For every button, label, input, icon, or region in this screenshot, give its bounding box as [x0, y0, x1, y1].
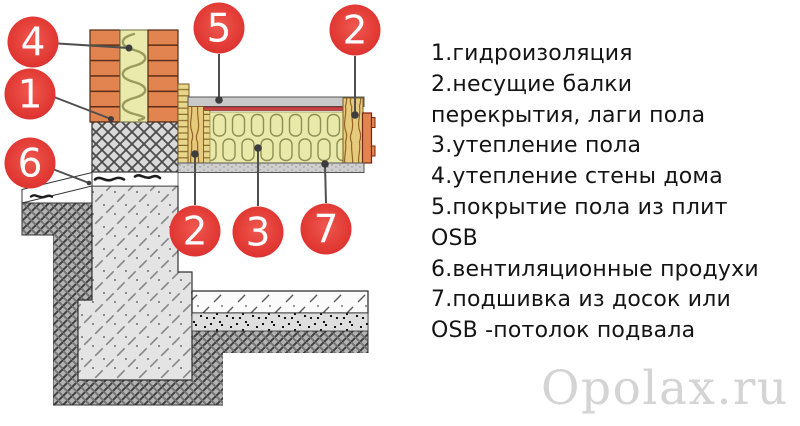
legend-line: 5.покрытие пола из плит — [431, 194, 728, 220]
edge-strip-thin — [203, 110, 211, 164]
leader-3-dot — [254, 144, 262, 152]
legend-line: 3.утепление пола — [431, 133, 642, 159]
legend-line: 2.несущие балки — [431, 71, 633, 97]
wall-insulation-squiggle — [121, 32, 147, 122]
leader-1 — [53, 96, 112, 120]
leader-lines — [49, 42, 359, 206]
callout-circle — [4, 68, 56, 120]
callout-2-top: 2 — [329, 4, 381, 56]
leader-6-dot — [86, 180, 92, 186]
callout-label: 3 — [246, 211, 271, 256]
callout-3: 3 — [232, 206, 284, 258]
edge-strip — [177, 83, 190, 164]
callout-circle — [4, 137, 56, 189]
legend-line: OSB -потолок подвала — [431, 318, 696, 344]
legend-line: перекрытия, лаги пола — [431, 102, 706, 128]
legend-line: OSB — [431, 225, 478, 251]
callout-label: 7 — [314, 208, 339, 253]
callout-label: 4 — [21, 21, 46, 66]
callout-circle — [300, 203, 352, 255]
callout-label: 6 — [18, 142, 43, 187]
basement-ceiling-strip — [177, 162, 365, 173]
break-mark — [93, 176, 126, 182]
callout-label: 2 — [343, 9, 368, 54]
callout-2-bottom: 2 — [169, 205, 221, 257]
foundation-masonry — [91, 120, 179, 173]
leader-4 — [57, 42, 130, 49]
break-mark — [133, 174, 162, 180]
soil-mask-left — [21, 235, 53, 409]
callout-label: 1 — [18, 73, 43, 118]
callout-1: 1 — [4, 68, 56, 120]
leader-7-dot — [321, 160, 329, 168]
hydro-membrane-line — [202, 106, 345, 111]
legend-line: 4.утепление стены дома — [431, 164, 723, 190]
watermark: Opolax.ru — [541, 361, 789, 416]
floor-osb-deck — [187, 96, 365, 107]
end-board — [361, 112, 373, 164]
leader-4-dot — [125, 44, 133, 52]
callout-circle — [193, 2, 245, 54]
end-board-tab — [371, 145, 376, 157]
leader-2-bottom-dot — [191, 150, 199, 158]
leader-2-top-dot — [351, 111, 359, 119]
floor-foundation-diagram: 4 1 6 5 2 2 3 7 — [4, 2, 381, 409]
callout-circle — [329, 4, 381, 56]
callout-label: 5 — [207, 7, 232, 52]
callout-7: 7 — [300, 203, 352, 255]
floor-joist-right — [342, 97, 364, 164]
leader-7 — [324, 164, 327, 204]
callout-circle — [7, 16, 59, 68]
legend-line: 1.гидроизоляция — [431, 41, 633, 66]
callout-circle — [232, 206, 284, 258]
floor-insulation-batts — [209, 111, 344, 164]
foundation-concrete — [77, 185, 193, 381]
slab-screed — [191, 290, 369, 314]
slab-gravel-layer — [191, 312, 369, 332]
break-mark — [29, 194, 54, 199]
brick-wall-outer — [89, 29, 121, 123]
leader-5-dot — [215, 96, 223, 104]
legend: 1.гидроизоляция 2.несущие балки перекрыт… — [431, 39, 800, 347]
callout-6: 6 — [4, 137, 56, 189]
blind-area — [21, 171, 93, 204]
callout-circle — [169, 205, 221, 257]
callout-5: 5 — [193, 2, 245, 54]
callout-4: 4 — [7, 16, 59, 68]
legend-line: 6.вентиляционные продухи — [431, 256, 759, 282]
legend-line: 7.подшивка из досок или — [431, 287, 731, 313]
leader-1-dot — [108, 116, 114, 122]
end-board-tab — [371, 117, 376, 128]
leader-6 — [49, 167, 90, 184]
brick-wall-inner — [147, 29, 179, 123]
callout-label: 2 — [183, 210, 208, 255]
soil-mask-right — [223, 353, 372, 408]
